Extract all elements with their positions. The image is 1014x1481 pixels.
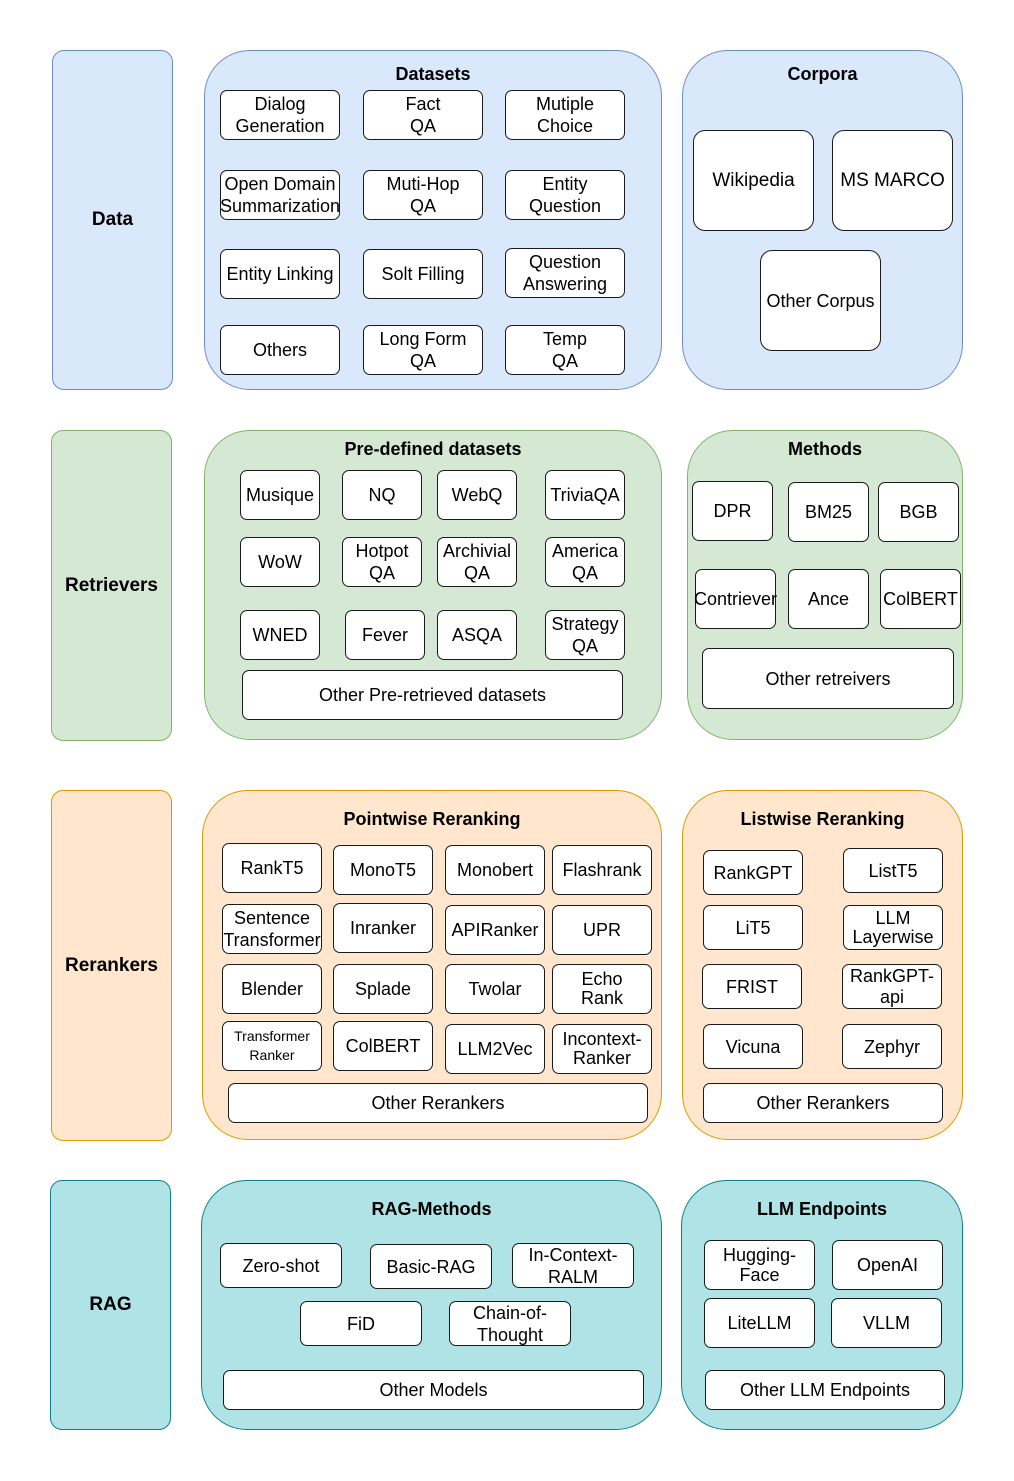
predefined-dataset-item: NQ [342,470,422,520]
listwise-reranker-item: LLM Layerwise [843,905,943,950]
retriever-method-item: Contriever [694,569,777,629]
pointwise-reranker-item: Transformer Ranker [222,1021,322,1071]
llm-endpoint-item: OpenAI [832,1240,943,1290]
pointwise-reranker-item: Sentence Transformer [222,904,322,954]
pointwise-reranking-title: Pointwise Reranking [343,809,521,829]
dataset-item: Entity Question [505,170,625,220]
pointwise-reranker-item: UPR [552,905,652,955]
retriever-method-item: ColBERT [880,569,961,629]
dataset-item: Dialog Generation [220,90,340,140]
pointwise-reranker-item: RankT5 [222,843,322,893]
pointwise-reranker-item: Incontext- Ranker [552,1024,652,1074]
pointwise-reranker-item: Echo Rank [552,964,652,1014]
data-row-label: Data [52,50,173,390]
rag-method-item: FiD [300,1301,422,1346]
llm-endpoints-title: LLM Endpoints [757,1199,887,1219]
dataset-item: Question Answering [505,248,625,298]
other-listwise-rerankers: Other Rerankers [703,1083,943,1123]
dataset-item: Solt Filling [363,249,483,299]
other-pointwise-rerankers: Other Rerankers [228,1083,648,1123]
rag-methods-title: RAG-Methods [371,1199,492,1219]
dataset-item: Mutiple Choice [505,90,625,140]
listwise-reranker-item: LiT5 [703,905,803,950]
dataset-item: Open Domain Summarization [220,170,340,220]
pointwise-reranker-item: Twolar [445,964,545,1014]
llm-endpoint-item: VLLM [831,1298,942,1348]
pointwise-reranker-item: APIRanker [445,905,545,955]
predefined-dataset-item: Fever [345,610,425,660]
rag-method-item: Basic-RAG [370,1244,492,1289]
retriever-method-item: Ance [788,569,869,629]
pointwise-reranker-item: MonoT5 [333,845,433,895]
corpora-title: Corpora [787,64,858,84]
dataset-item: Fact QA [363,90,483,140]
corpus-item: MS MARCO [832,130,953,231]
rag-method-item: Chain-of- Thought [449,1301,571,1346]
other-preretrieved-datasets: Other Pre-retrieved datasets [242,670,623,720]
rag-row-label: RAG [50,1180,171,1430]
listwise-reranking-title: Listwise Reranking [740,809,905,829]
dataset-item: Entity Linking [220,249,340,299]
retrievers-row-label: Retrievers [51,430,172,741]
dataset-item: Long Form QA [363,325,483,375]
predefined-dataset-item: WNED [240,610,320,660]
predefined-datasets-title: Pre-defined datasets [344,439,522,459]
rag-method-item: In-Context- RALM [512,1243,634,1288]
predefined-dataset-item: ASQA [437,610,517,660]
listwise-reranker-item: RankGPT- api [842,964,942,1009]
dataset-item: Muti-Hop QA [363,170,483,220]
llm-endpoint-item: Hugging- Face [704,1240,815,1290]
predefined-dataset-item: America QA [545,537,625,587]
corpus-item: Wikipedia [693,130,814,231]
dataset-item: Temp QA [505,325,625,375]
retriever-method-item: DPR [692,481,773,541]
other-llm-endpoints: Other LLM Endpoints [705,1370,945,1410]
pointwise-reranker-item: Blender [222,964,322,1014]
predefined-dataset-item: Strategy QA [545,610,625,660]
corpus-item: Other Corpus [760,250,881,351]
rerankers-row-label: Rerankers [51,790,172,1141]
predefined-dataset-item: Archivial QA [437,537,517,587]
dataset-item: Others [220,325,340,375]
other-rag-models: Other Models [223,1370,644,1410]
listwise-reranker-item: Zephyr [842,1024,942,1069]
listwise-reranker-item: RankGPT [703,850,803,895]
pointwise-reranker-item: Splade [333,964,433,1014]
listwise-reranker-item: FRIST [702,964,802,1009]
llm-endpoint-item: LiteLLM [704,1298,815,1348]
pointwise-reranker-item: Flashrank [552,845,652,895]
retriever-methods-title: Methods [788,439,862,459]
listwise-reranker-item: Vicuna [703,1024,803,1069]
pointwise-reranker-item: LLM2Vec [445,1024,545,1074]
retriever-method-item: BM25 [788,482,869,542]
pointwise-reranker-item: Inranker [333,903,433,953]
other-retrievers: Other retreivers [702,648,954,709]
predefined-dataset-item: TriviaQA [545,470,625,520]
retriever-method-item: BGB [878,482,959,542]
rag-method-item: Zero-shot [220,1243,342,1288]
predefined-dataset-item: WoW [240,537,320,587]
datasets-title: Datasets [395,64,471,84]
listwise-reranker-item: ListT5 [843,848,943,893]
predefined-dataset-item: WebQ [437,470,517,520]
pointwise-reranker-item: Monobert [445,845,545,895]
predefined-dataset-item: Hotpot QA [342,537,422,587]
predefined-dataset-item: Musique [240,470,320,520]
pointwise-reranker-item: ColBERT [333,1021,433,1071]
